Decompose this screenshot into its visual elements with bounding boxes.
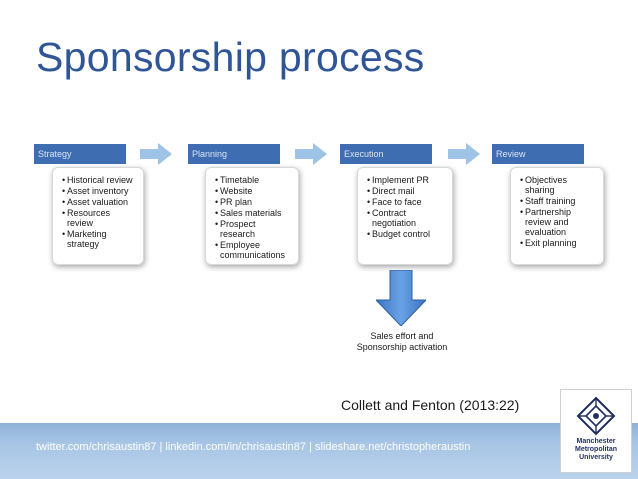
list-item: Face to face bbox=[367, 197, 446, 207]
right-arrow-icon bbox=[295, 143, 327, 165]
stage-header-review: Review bbox=[492, 144, 584, 164]
list-item: Resources review bbox=[62, 208, 137, 228]
stage-card-planning: Timetable Website PR plan Sales material… bbox=[205, 167, 299, 265]
list-item: Website bbox=[215, 186, 292, 196]
list-item: Asset valuation bbox=[62, 197, 137, 207]
right-arrow-icon bbox=[448, 143, 480, 165]
list-item: Partnership review and evaluation bbox=[520, 207, 597, 237]
list-item: Budget control bbox=[367, 229, 446, 239]
activation-line-2: Sponsorship activation bbox=[356, 342, 448, 352]
list-item: Employee communications bbox=[215, 240, 292, 260]
list-item: Historical review bbox=[62, 175, 137, 185]
logo-line-1: Manchester bbox=[576, 438, 616, 445]
stage-header-execution: Execution bbox=[340, 144, 432, 164]
stage-card-review: Objectives sharing Staff training Partne… bbox=[510, 167, 604, 265]
list-item: Asset inventory bbox=[62, 186, 137, 196]
list-item: Prospect research bbox=[215, 219, 292, 239]
footer-bar bbox=[0, 423, 638, 479]
list-item: Marketing strategy bbox=[62, 229, 137, 249]
list-item: PR plan bbox=[215, 197, 292, 207]
logo-line-3: University bbox=[579, 454, 613, 461]
university-logo: Manchester Metropolitan University bbox=[560, 389, 632, 473]
activation-label: Sales effort and Sponsorship activation bbox=[340, 331, 464, 353]
list-item: Objectives sharing bbox=[520, 175, 597, 195]
list-item: Implement PR bbox=[367, 175, 446, 185]
university-crest-icon bbox=[576, 396, 616, 436]
list-item: Exit planning bbox=[520, 238, 597, 248]
list-item: Staff training bbox=[520, 196, 597, 206]
logo-line-2: Metropolitan bbox=[575, 446, 617, 453]
right-arrow-icon bbox=[140, 143, 172, 165]
stage-card-execution: Implement PR Direct mail Face to face Co… bbox=[357, 167, 453, 265]
slide-title: Sponsorship process bbox=[36, 34, 425, 80]
citation: Collett and Fenton (2013:22) bbox=[341, 397, 520, 413]
down-arrow-icon bbox=[376, 270, 426, 326]
list-item: Contract negotiation bbox=[367, 208, 446, 228]
list-item: Sales materials bbox=[215, 208, 292, 218]
list-item: Direct mail bbox=[367, 186, 446, 196]
stage-header-planning: Planning bbox=[188, 144, 280, 164]
stage-card-strategy: Historical review Asset inventory Asset … bbox=[52, 167, 144, 265]
list-item: Timetable bbox=[215, 175, 292, 185]
stage-header-strategy: Strategy bbox=[34, 144, 126, 164]
footer-links: twitter.com/chrisaustin87 | linkedin.com… bbox=[36, 441, 471, 453]
activation-line-1: Sales effort and bbox=[370, 331, 434, 341]
